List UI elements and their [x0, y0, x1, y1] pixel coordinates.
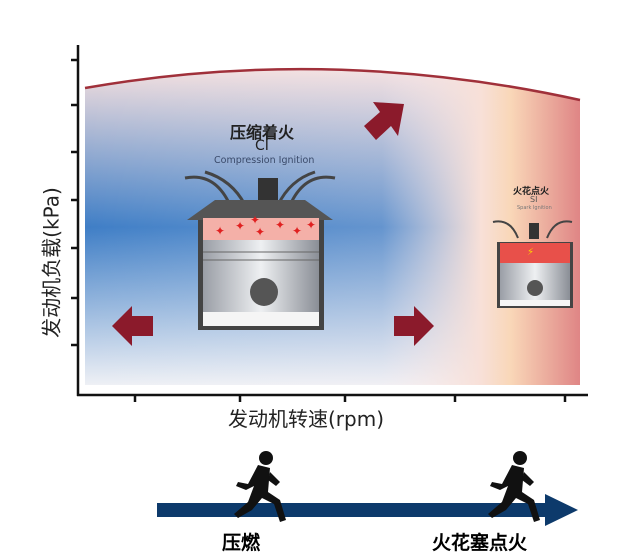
svg-text:✦: ✦ — [250, 213, 260, 227]
runner-icon-right — [488, 451, 540, 522]
y-axis-label: 发动机负载(kPa) — [39, 187, 64, 338]
spark-icon: ⚡ — [527, 247, 534, 258]
load-limit-curve — [84, 67, 581, 102]
runner-icon-left — [234, 451, 286, 522]
ci-abbr: CI — [255, 138, 269, 154]
svg-text:✦: ✦ — [235, 219, 245, 233]
svg-text:✦: ✦ — [215, 224, 225, 238]
si-engine-illustration: ⚡ — [492, 220, 573, 308]
si-abbr: SI — [530, 195, 538, 204]
svg-text:✦: ✦ — [275, 218, 285, 232]
x-axis — [77, 393, 588, 402]
ci-engine-illustration: ✦✦✦✦✦✦✦ — [184, 170, 336, 330]
timeline-bar — [157, 503, 547, 517]
si-subtitle: Spark Ignition — [517, 205, 552, 211]
ci-title: 压缩着火 — [230, 123, 295, 142]
svg-text:✦: ✦ — [255, 225, 265, 239]
compression-ignition-label: 压燃 — [222, 532, 261, 554]
timeline-arrowhead-icon — [545, 494, 578, 526]
arrow-right-icon — [394, 306, 434, 346]
ci-subtitle: Compression Ignition — [214, 155, 315, 166]
y-axis — [71, 45, 80, 396]
x-axis-label: 发动机转速(rpm) — [228, 407, 385, 431]
arrow-up-right-icon — [364, 102, 404, 140]
arrow-left-icon — [112, 306, 153, 346]
svg-text:✦: ✦ — [292, 224, 302, 238]
si-title: 火花点火 — [513, 187, 550, 197]
svg-text:✦: ✦ — [306, 218, 316, 232]
ignition-sparks: ✦✦✦✦✦✦✦ — [215, 213, 316, 239]
spark-ignition-label: 火花塞点火 — [432, 532, 528, 554]
